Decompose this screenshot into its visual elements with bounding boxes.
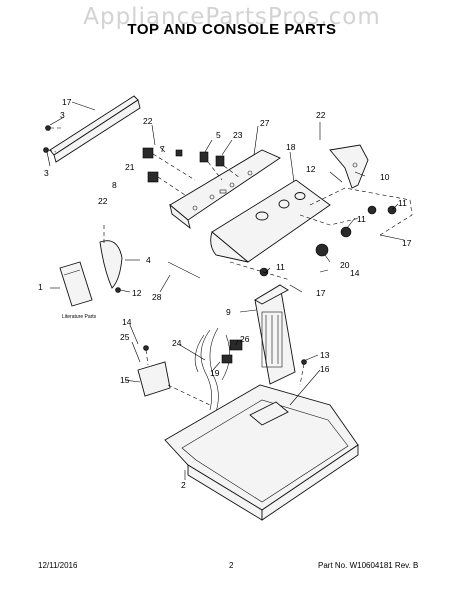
part-2-top-panel <box>164 384 359 521</box>
leader-lines <box>46 101 405 406</box>
callout-19: 19 <box>210 368 220 378</box>
callout-25: 25 <box>120 332 130 342</box>
callout-6: 17 <box>62 97 72 107</box>
callout-5: 5 <box>216 130 221 140</box>
part-18-console-front <box>210 179 331 263</box>
callout-2: 2 <box>181 480 186 490</box>
footer-date: 12/11/2016 <box>38 561 78 570</box>
watermark: AppliancePartsPros.com <box>83 4 381 30</box>
callout-20: 20 <box>340 260 350 270</box>
part-28-wire <box>167 261 201 279</box>
callout-28: 28 <box>152 292 162 302</box>
part-6-bracket <box>43 95 141 163</box>
callout-12: 12 <box>306 164 316 174</box>
callout-14: 14 <box>350 268 360 278</box>
part-13-screw <box>299 359 307 386</box>
callout-15: 15 <box>120 375 130 385</box>
footer-part-number: Part No. W10604181 Rev. B <box>318 561 419 570</box>
callout-13: 13 <box>320 350 330 360</box>
callout-23: 23 <box>233 130 243 140</box>
callout-7: 7 <box>160 144 165 154</box>
callout-12b: 12 <box>132 288 142 298</box>
callout-18: 18 <box>286 142 296 152</box>
callout-14b: 14 <box>122 317 132 327</box>
callout-17: 17 <box>402 238 412 248</box>
page-title: TOP AND CONSOLE PARTS <box>127 21 337 38</box>
callouts: 17 3 3 22 7 5 23 27 21 8 22 18 22 12 10 … <box>38 97 412 490</box>
callout-9: 8 <box>112 180 117 190</box>
part-27-console-back <box>169 149 281 230</box>
console-switches <box>142 147 241 196</box>
callout-24: 24 <box>172 338 182 348</box>
callout-17b: 17 <box>316 288 326 298</box>
part-8-bracket <box>329 144 369 189</box>
callout-11: 11 <box>398 198 407 208</box>
callout-11b: 11 <box>357 214 366 224</box>
callout-27: 27 <box>260 118 270 128</box>
callout-21: 21 <box>125 162 135 172</box>
part-10-lint-filter <box>254 284 296 385</box>
part-15-bracket <box>137 345 211 406</box>
knob-group <box>229 187 413 281</box>
callout-3: 3 <box>60 110 65 120</box>
literature-label: Literature Parts <box>62 314 97 320</box>
callout-26: 26 <box>240 334 250 344</box>
footer-page: 2 <box>229 561 234 570</box>
callout-11c: 11 <box>276 262 285 272</box>
callout-22b: 22 <box>98 196 108 206</box>
callout-22: 22 <box>143 116 153 126</box>
callout-8: 10 <box>380 172 390 182</box>
part-4-bracket <box>99 225 123 293</box>
part-1-literature <box>59 261 93 307</box>
callout-10: 9 <box>226 307 231 317</box>
callout-22c: 22 <box>316 110 326 120</box>
callout-1: 1 <box>38 282 43 292</box>
callout-16: 16 <box>320 364 330 374</box>
callout-3b: 3 <box>44 168 49 178</box>
callout-4: 4 <box>146 255 151 265</box>
